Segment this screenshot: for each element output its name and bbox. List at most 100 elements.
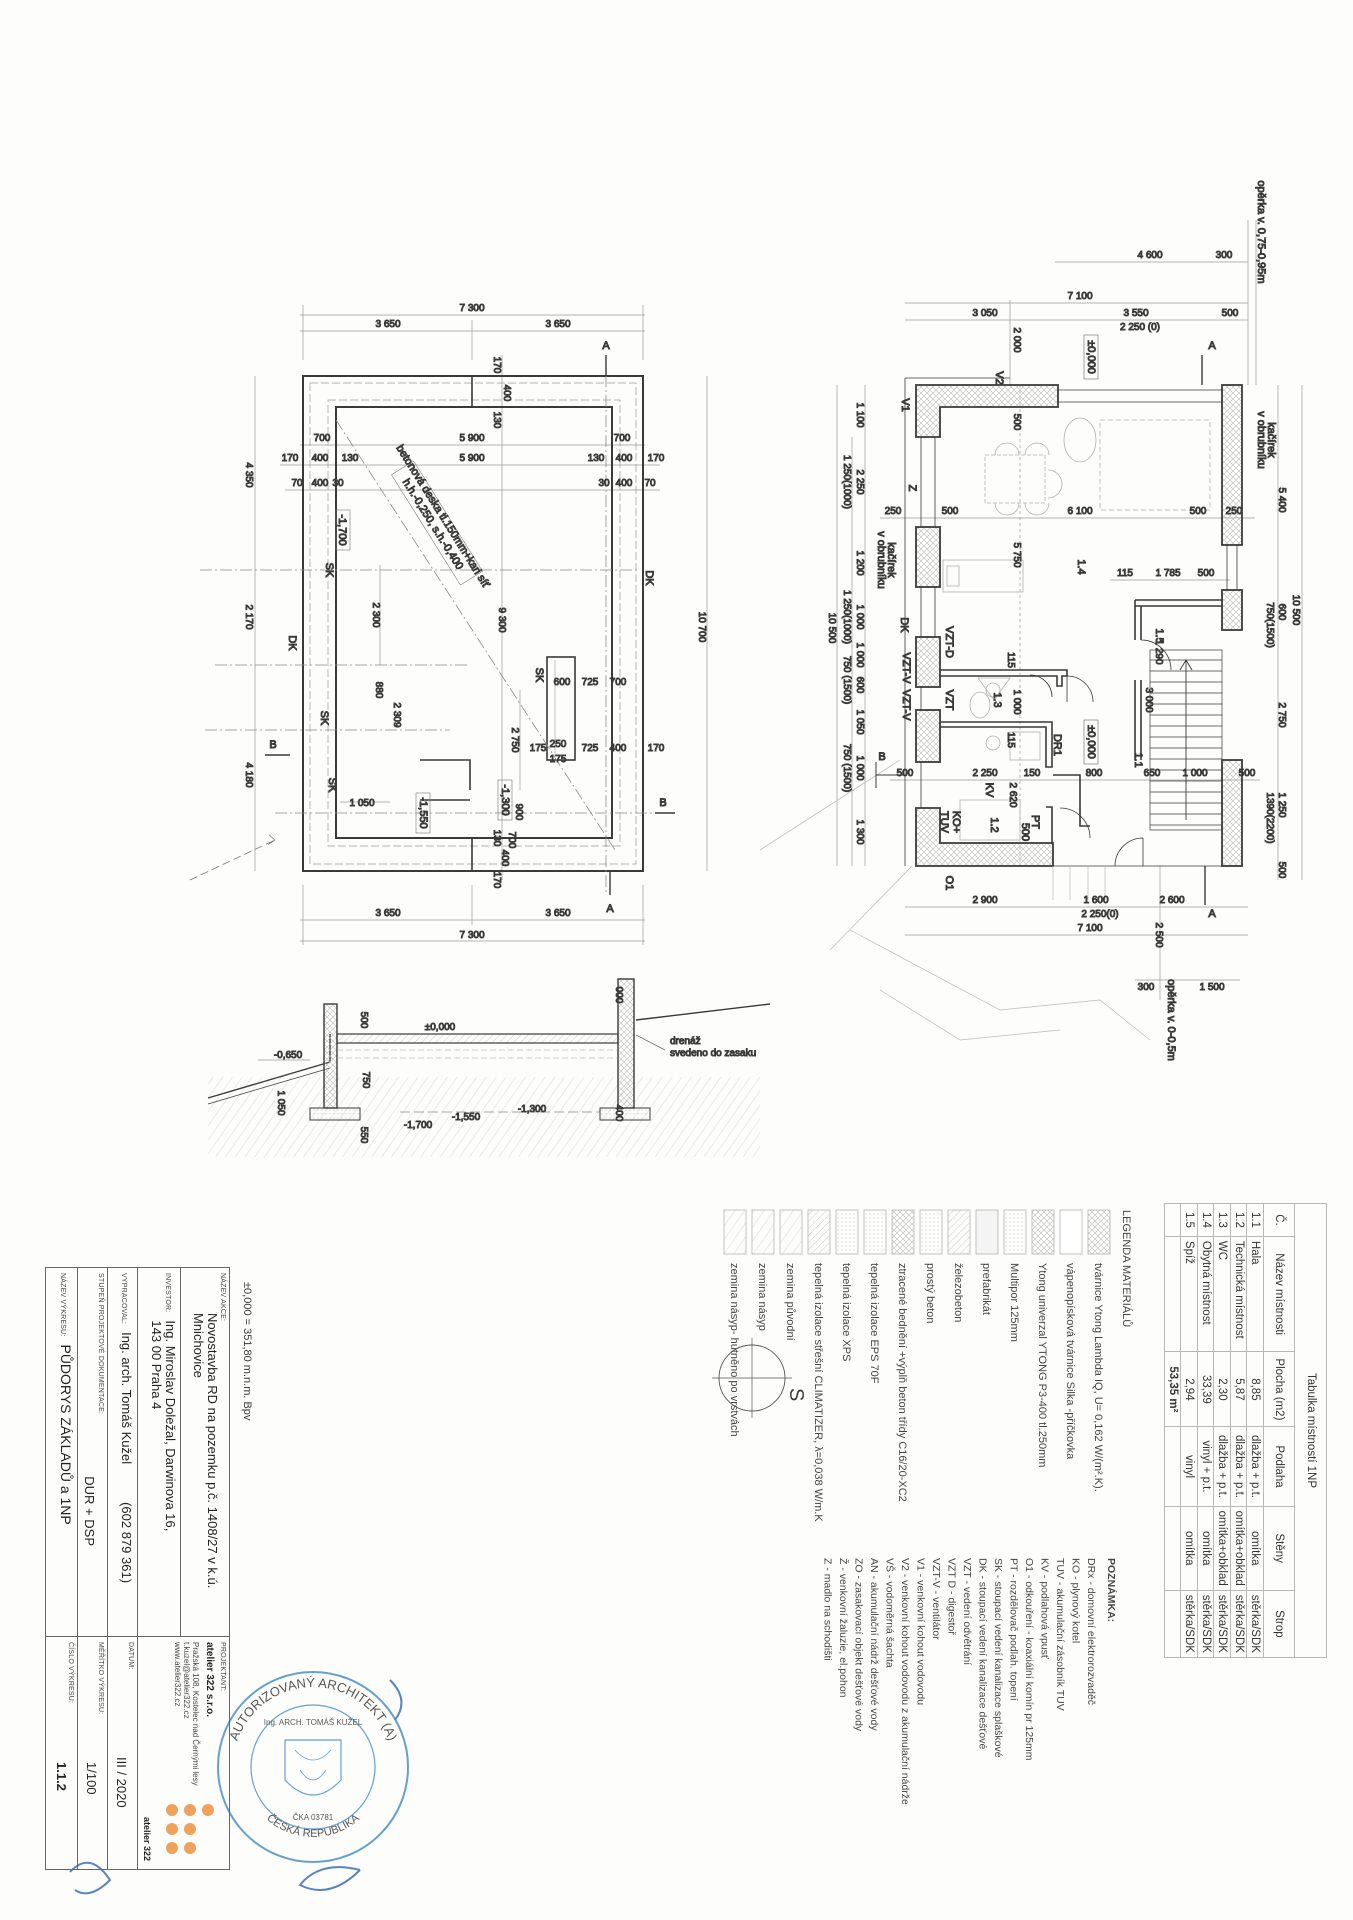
dimension-label: 10 500 — [1290, 595, 1301, 626]
dimension-label: 250 — [550, 739, 567, 750]
room-walls: omítka — [1197, 1506, 1214, 1591]
dimension-label: 400 — [312, 453, 329, 464]
dimension-label: 750 (1500) — [841, 656, 852, 704]
dimension-label: 115 — [1117, 568, 1133, 579]
dimension-label: 10 700 — [696, 612, 707, 643]
drawing-name-label: NÁZEV VÝKRESU: — [58, 1273, 66, 1337]
section-marks-1np — [875, 355, 1206, 905]
room-area: 2,30 — [1213, 1351, 1231, 1427]
dimension-label: 7 100 — [1067, 291, 1092, 302]
legend-swatch — [835, 1209, 859, 1255]
legend-swatch — [947, 1209, 971, 1255]
investor-cell: INVESTOR: Ing. Miroslav Doležal, Darwino… — [137, 1268, 180, 1636]
dimension-label: 5 900 — [459, 453, 484, 464]
stamp-outer-text: AUTORIZOVANÝ ARCHITEKT (A) — [226, 1675, 400, 1743]
atelier-logo — [166, 1804, 214, 1854]
room-ceiling: stěrka/SDK — [1246, 1590, 1264, 1658]
dimension-label: 1 000 — [854, 755, 865, 780]
legend-item-label: tepelná izolace XPS — [840, 1263, 852, 1361]
room-name: Hala — [1246, 1236, 1264, 1352]
note-item: ZO - zasakovací objekt dešťové vody — [853, 1558, 865, 1732]
col-header-ceiling: Strop — [1263, 1590, 1295, 1658]
interior-walls — [940, 599, 1222, 843]
room-floor: vinyl — [1180, 1426, 1198, 1507]
room-number: 1.1 — [1246, 1203, 1264, 1237]
dimension-label: 1390(2200) — [1264, 792, 1275, 843]
note-item: KV - podlahová vpusť — [1039, 1558, 1051, 1660]
legend-swatch — [1003, 1209, 1027, 1255]
room-table-title: Tabulka místností 1NP — [1294, 1203, 1327, 1658]
dimension-label: 6 100 — [1067, 506, 1092, 517]
foundation-label: DK — [286, 635, 298, 651]
dimension-label: 400 — [501, 385, 512, 402]
insulation-line — [309, 382, 637, 865]
dimension-label: 1 300 — [854, 819, 865, 844]
section-slab — [336, 1033, 619, 1044]
legend-item-label: vápenopísková tvárnice Silka -příčkovka — [1064, 1263, 1076, 1460]
section-label: svedeno do zasaku — [670, 1048, 756, 1059]
legend-swatch — [863, 1209, 887, 1255]
drawing-number: 1.1.2 — [53, 1762, 69, 1791]
note-item: VZT D - digestoř — [946, 1558, 958, 1635]
dimension-label: 115 — [1005, 732, 1016, 748]
dimension-label: 1 785 — [1155, 568, 1180, 579]
grid-lines — [200, 355, 665, 895]
stage-cell: STUPEŇ PROJEKTOVÉ DOKUMENTACE: DUR + DSP — [76, 1268, 108, 1636]
note-item: DRx - domovní elektrorozvaděč — [1085, 1558, 1097, 1705]
legend-swatch — [891, 1209, 915, 1255]
legend-item-label: Ytong univerzal YTONG P3-400 tl.250mm — [1036, 1263, 1048, 1467]
doors — [1029, 639, 1172, 867]
room-number: 1.4 — [1197, 1203, 1214, 1237]
section-label: -1,550 — [452, 1112, 481, 1123]
note-item: O1 - odkouření - koaxiální komín pr 125m… — [1023, 1558, 1035, 1761]
legend-item-label: prostý beton — [924, 1263, 936, 1324]
foundation-label: -1,700 — [336, 514, 348, 545]
stair-footing — [546, 656, 576, 761]
room-label: A — [1208, 908, 1216, 920]
room-floor: dlažba + p.t. — [1213, 1426, 1231, 1507]
designer-email: t.kuzel@atelier322.cz — [182, 1642, 191, 1719]
dimension-label: 7 100 — [1077, 923, 1102, 934]
dimension-label: 1 050 — [854, 709, 865, 734]
room-label: 1.5 — [1153, 628, 1165, 643]
author-name: Ing. arch. Tomáš Kužel — [119, 1332, 135, 1465]
scale-cell: MĚŘÍTKO VÝKRESU: 1/100 — [76, 1637, 108, 1869]
section-label: 000 — [613, 987, 624, 1004]
foundation-label: SK — [533, 668, 545, 683]
dimension-label: 5 750 — [1011, 542, 1022, 567]
dimension-label: 150 — [1024, 768, 1041, 779]
room-label: 1.2 — [988, 817, 1000, 832]
dimension-label: 250 — [885, 506, 902, 517]
dimension-label: 400 — [616, 478, 633, 489]
level-boxes — [335, 460, 513, 834]
staircase — [1149, 649, 1223, 831]
note-item: VŠ - vodoměrná šachta — [884, 1558, 897, 1668]
dimension-label: 1 050 — [349, 798, 374, 809]
room-area: 2,94 — [1180, 1351, 1198, 1427]
room-walls: omítka+obklad — [1213, 1506, 1231, 1591]
dimension-label: 1 500 — [1199, 982, 1224, 993]
section-label: 400 — [613, 1105, 624, 1122]
note-item: PT - rozdělovač podlah. topení — [1008, 1558, 1020, 1701]
stage-value: DUR + DSP — [82, 1476, 98, 1546]
designer-address: Pražská 108, Kostelec nad Černými lesy — [191, 1642, 200, 1786]
note-item: SK - stoupací vedení kanalizace splaškov… — [992, 1558, 1004, 1758]
dimension-label: 400 — [499, 850, 510, 867]
note-item: AN - akumulační nádrž dešťové vody — [868, 1558, 880, 1731]
room-label: 1.4 — [1075, 559, 1087, 574]
legend-item-label: Multipor 125mm — [1008, 1263, 1020, 1342]
dimension-label: 7 300 — [459, 303, 484, 314]
room-name: Obytná místnost — [1197, 1236, 1214, 1352]
date-value: III / 2020 — [114, 1757, 130, 1808]
dimension-label: 1 000 — [1182, 768, 1207, 779]
furniture — [942, 417, 1211, 841]
note-item: Z - madlo na schodišti — [822, 1558, 834, 1661]
dimension-label: 1 200 — [854, 550, 865, 575]
dimension-label: 130 — [342, 453, 359, 464]
room-label: v obrubníku — [875, 531, 887, 588]
room-label: V2 — [993, 371, 1005, 384]
section-label: -1,700 — [404, 1120, 433, 1131]
